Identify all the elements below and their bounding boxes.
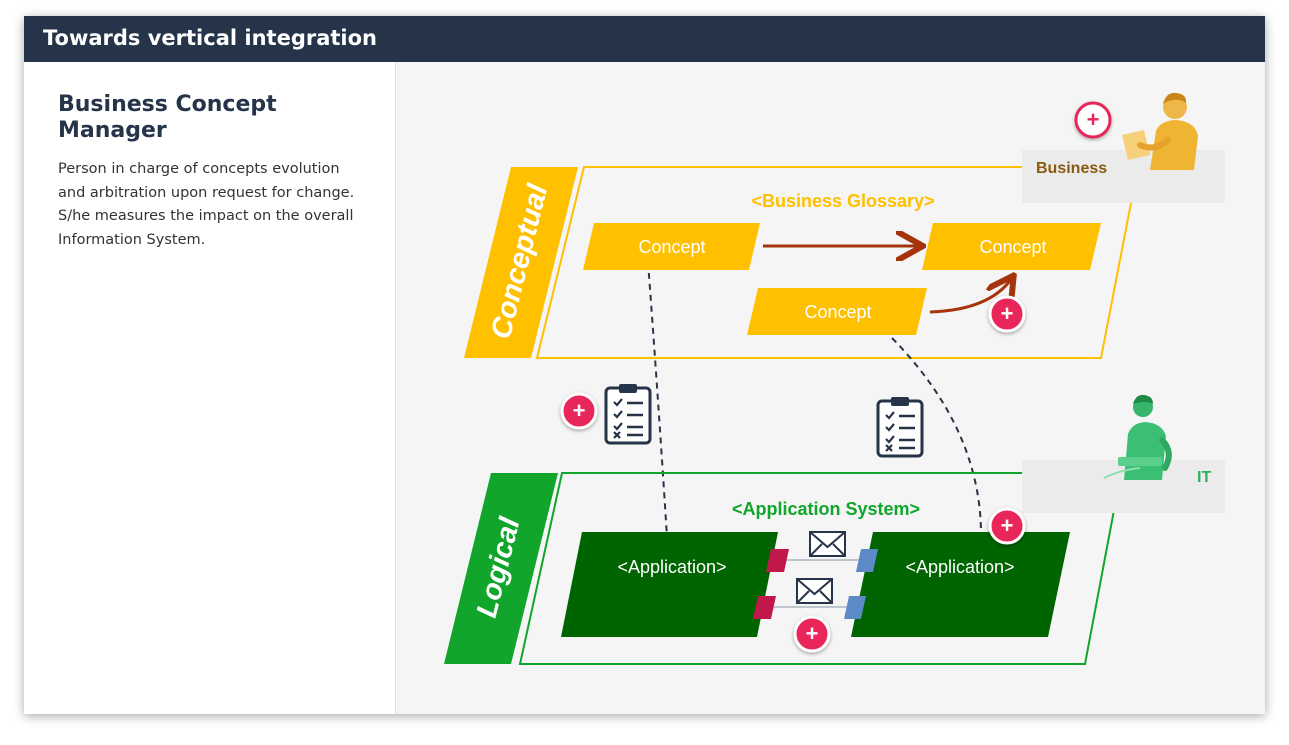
- add-mapping-button[interactable]: +: [560, 392, 598, 430]
- title-bar: Towards vertical integration: [24, 16, 1265, 62]
- concept-box-1: [583, 223, 760, 270]
- application-label-1: <Application>: [617, 557, 726, 577]
- page-title: Towards vertical integration: [43, 26, 377, 50]
- business-person-icon: [1122, 92, 1198, 170]
- concept-label-2: Concept: [979, 237, 1046, 257]
- envelope-icon: [796, 578, 833, 604]
- envelope-icon: [809, 531, 846, 557]
- add-concept-relation-button[interactable]: +: [988, 295, 1026, 333]
- slide-card: Towards vertical integration Business Co…: [24, 16, 1265, 714]
- diagram-area: Conceptual Business <Business Glossary> …: [396, 62, 1265, 714]
- role-panel: Business Concept Manager Person in charg…: [24, 62, 396, 714]
- business-glossary-title: <Business Glossary>: [751, 191, 934, 211]
- interface-port: [753, 596, 776, 619]
- application-system-title: <Application System>: [732, 499, 920, 519]
- concept-label-3: Concept: [804, 302, 871, 322]
- it-person-icon: [1103, 394, 1172, 480]
- plus-icon: +: [573, 398, 586, 423]
- plus-icon: +: [806, 621, 819, 646]
- interface-port: [844, 596, 866, 619]
- application-label-2: <Application>: [905, 557, 1014, 577]
- add-application-link-button[interactable]: +: [988, 507, 1026, 545]
- interface-port: [856, 549, 878, 572]
- conceptual-layer-tab: [464, 167, 578, 358]
- plus-icon: +: [1001, 301, 1014, 326]
- it-actor-label: IT: [1197, 469, 1211, 486]
- role-description: Person in charge of concepts evolution a…: [58, 161, 355, 248]
- add-interface-button[interactable]: +: [793, 615, 831, 653]
- role-title: Business Concept Manager: [58, 92, 277, 143]
- clipboard-checklist-icon: [604, 384, 652, 445]
- interface-port: [766, 549, 789, 572]
- integration-diagram: Conceptual Business <Business Glossary> …: [444, 92, 1225, 665]
- business-actor-label: Business: [1036, 160, 1107, 177]
- add-business-view-button[interactable]: +: [1074, 101, 1112, 139]
- logical-layer-tab: [444, 473, 558, 664]
- concept-relation-arrow-curved: [929, 278, 1012, 314]
- concept-label-1: Concept: [638, 237, 705, 257]
- plus-icon: +: [1001, 513, 1014, 538]
- clipboard-checklist-icon: [876, 397, 924, 458]
- conceptual-layer-frame: [535, 166, 1140, 359]
- concept-box-2: [922, 223, 1101, 270]
- it-actor-label-box: [1022, 460, 1225, 513]
- plus-icon: +: [1087, 107, 1100, 132]
- concept-to-application-link-1: [647, 261, 668, 538]
- logical-layer-frame: [518, 472, 1123, 665]
- application-box-2: [851, 532, 1070, 637]
- application-box-1: [561, 532, 778, 637]
- concept-box-3: [747, 288, 927, 335]
